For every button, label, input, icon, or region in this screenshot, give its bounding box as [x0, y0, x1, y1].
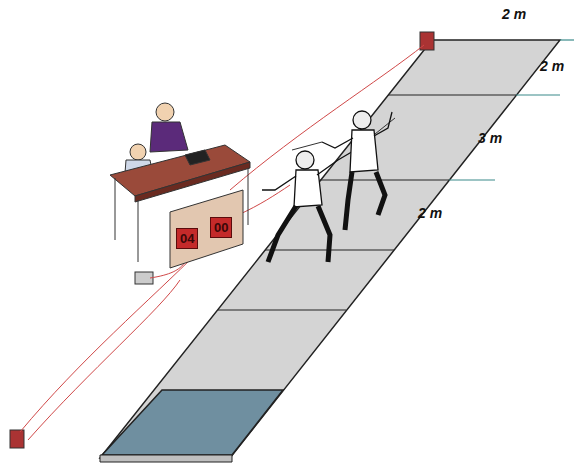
on-guard-line	[320, 179, 449, 180]
dimension-tick	[560, 39, 574, 40]
fencer-arm	[374, 112, 392, 136]
table-leg	[248, 168, 249, 225]
fencers	[262, 111, 395, 262]
blade	[292, 142, 322, 150]
dimension-ticks	[449, 40, 574, 180]
wire-reel	[10, 430, 24, 448]
table-leg	[115, 178, 116, 240]
fencer-leg	[268, 206, 296, 262]
on-guard-line	[218, 309, 346, 310]
fencer-mask	[353, 111, 371, 129]
run-off-area	[102, 390, 283, 455]
wire	[230, 45, 424, 190]
officials-table	[110, 145, 250, 268]
dimension-label: 2 m	[502, 6, 526, 22]
fencer-right	[292, 111, 392, 230]
fencer-arm	[262, 176, 296, 190]
piste-lines	[218, 95, 516, 310]
fencer-torso	[294, 170, 322, 207]
piste-edge	[100, 455, 232, 462]
dimension-label: 2 m	[418, 205, 442, 221]
dimension-tick	[449, 179, 495, 180]
dimension-tick	[516, 94, 560, 95]
wire	[20, 250, 200, 432]
dimension-label: 3 m	[478, 130, 502, 146]
wire-reel	[420, 32, 434, 50]
fencer-leg	[376, 172, 385, 215]
piste-strip	[100, 40, 560, 458]
fencer-arm	[317, 150, 355, 175]
person-head	[156, 103, 174, 121]
scoring-apparatus	[185, 150, 210, 165]
fencer-leg	[345, 172, 352, 230]
display-panel	[170, 190, 243, 268]
warning-line	[388, 94, 516, 95]
body-wires	[20, 45, 424, 440]
fencer-left	[262, 118, 395, 262]
fencer-leg	[318, 206, 330, 262]
dimension-label: 2 m	[540, 58, 564, 74]
person-head	[130, 144, 146, 160]
table-leg	[138, 200, 139, 262]
score-display: 00	[210, 217, 232, 238]
person-body	[150, 122, 188, 152]
score-display: 04	[176, 228, 198, 249]
fencer-torso	[350, 130, 378, 172]
fencer-arm	[322, 138, 353, 148]
wire	[28, 280, 180, 440]
fencer-mask	[296, 151, 314, 169]
